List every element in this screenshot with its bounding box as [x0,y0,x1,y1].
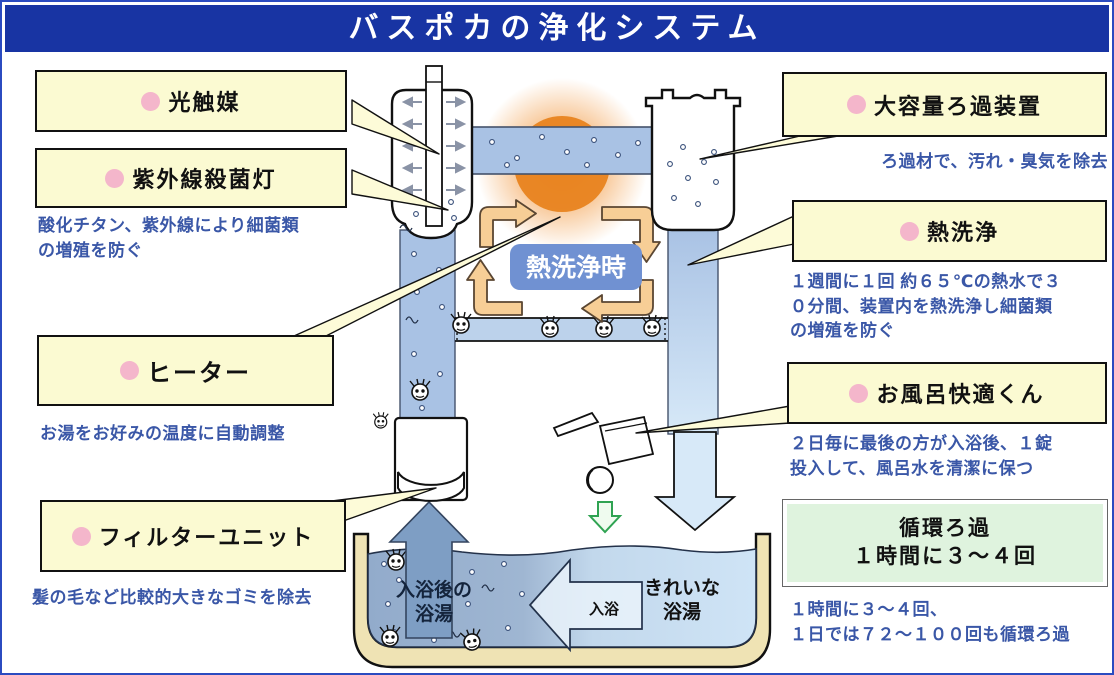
leader-lines [293,99,839,521]
caption-uv-lamp: 酸化チタン、紫外線により細菌類 の増殖を防ぐ [38,216,300,260]
water-labels: 入浴後の 浴湯 きれいな 浴湯 [396,577,720,625]
pink-bullet-icon [141,91,161,111]
leader-photocatalyst [351,99,440,155]
page-title: バスポカの浄化システム [5,5,1109,52]
label-filter-unit: フィルターユニット [98,525,315,550]
label-heater: ヒーター [147,360,251,387]
pink-bullet-icon [71,526,91,546]
suction-up-arrow [388,500,470,639]
label-photocatalyst: 光触媒 [168,90,241,115]
bathing-arrow: 入浴 [528,557,643,653]
label-box-uv-lamp: 紫外線殺菌灯 [35,148,347,208]
hot-wash-cycle-arrows [466,199,661,323]
label-box-filtration-vessel: 大容量ろ過装置 [782,72,1107,137]
label-box-bath-tablet: お風呂快適くん [787,362,1107,424]
label-box-hot-wash: 熱洗浄 [792,200,1107,262]
caption-circulation: １時間に３～４回、 １日では７２～１００回も循環ろ過 [790,600,1070,644]
filtration-vessel [644,88,742,232]
circulation-line2: １時間に３～４回 [853,545,1037,568]
tablet-drop-arrow [587,501,623,534]
hot-wash-badge: 熱洗浄時 [510,244,642,290]
bathing-arrow-label: 入浴 [589,600,620,618]
pink-bullet-icon [849,383,869,403]
circulation-line1: 循環ろ過 [899,516,991,540]
tablet-dispenser [552,411,655,534]
top-pipe [456,126,658,175]
dirty-water-label-1: 入浴後の [396,578,472,601]
caption-filtration-vessel: ろ過材で、汚れ・臭気を除去 [881,152,1108,171]
pink-bullet-icon [846,95,866,114]
label-hot-wash: 熱洗浄 [926,220,999,245]
label-bath-tablet: お風呂快適くん [876,382,1045,407]
pink-bullet-icon [899,221,919,241]
caption-bath-tablet: ２日毎に最後の方が入浴後、１錠 投入して、風呂水を清潔に保つ [790,434,1053,478]
label-filtration-vessel: 大容量ろ過装置 [873,93,1042,119]
leader-uv-lamp [351,169,449,211]
label-box-photocatalyst: 光触媒 [35,70,347,132]
caption-filter-unit: 髪の毛など比較的大きなゴミを除去 [32,588,312,607]
pink-bullet-icon [120,361,139,380]
clean-water-label-2: 浴湯 [663,601,701,623]
clean-water-down-arrow [653,431,737,532]
label-box-filter-unit: フィルターユニット [40,500,346,572]
clean-water-label-1: きれいな [644,577,720,599]
middle-pipe-band [450,311,668,342]
left-pipe [399,229,456,443]
dirty-water-label-2: 浴湯 [415,603,453,625]
label-box-heater: ヒーター [37,335,334,406]
label-uv-lamp: 紫外線殺菌灯 [132,167,277,192]
circulation-info-box: 循環ろ過 １時間に３～４回 [782,499,1108,587]
caption-hot-wash: １週間に１回 約６５℃の熱水で３ ０分間、装置内を熱洗浄し細菌類 の増殖を防ぐ [790,272,1062,341]
caption-heater: お湯をお好みの温度に自動調整 [40,424,285,443]
pink-bullet-icon [105,168,125,188]
hot-wash-badge-label: 熱洗浄時 [526,253,626,282]
